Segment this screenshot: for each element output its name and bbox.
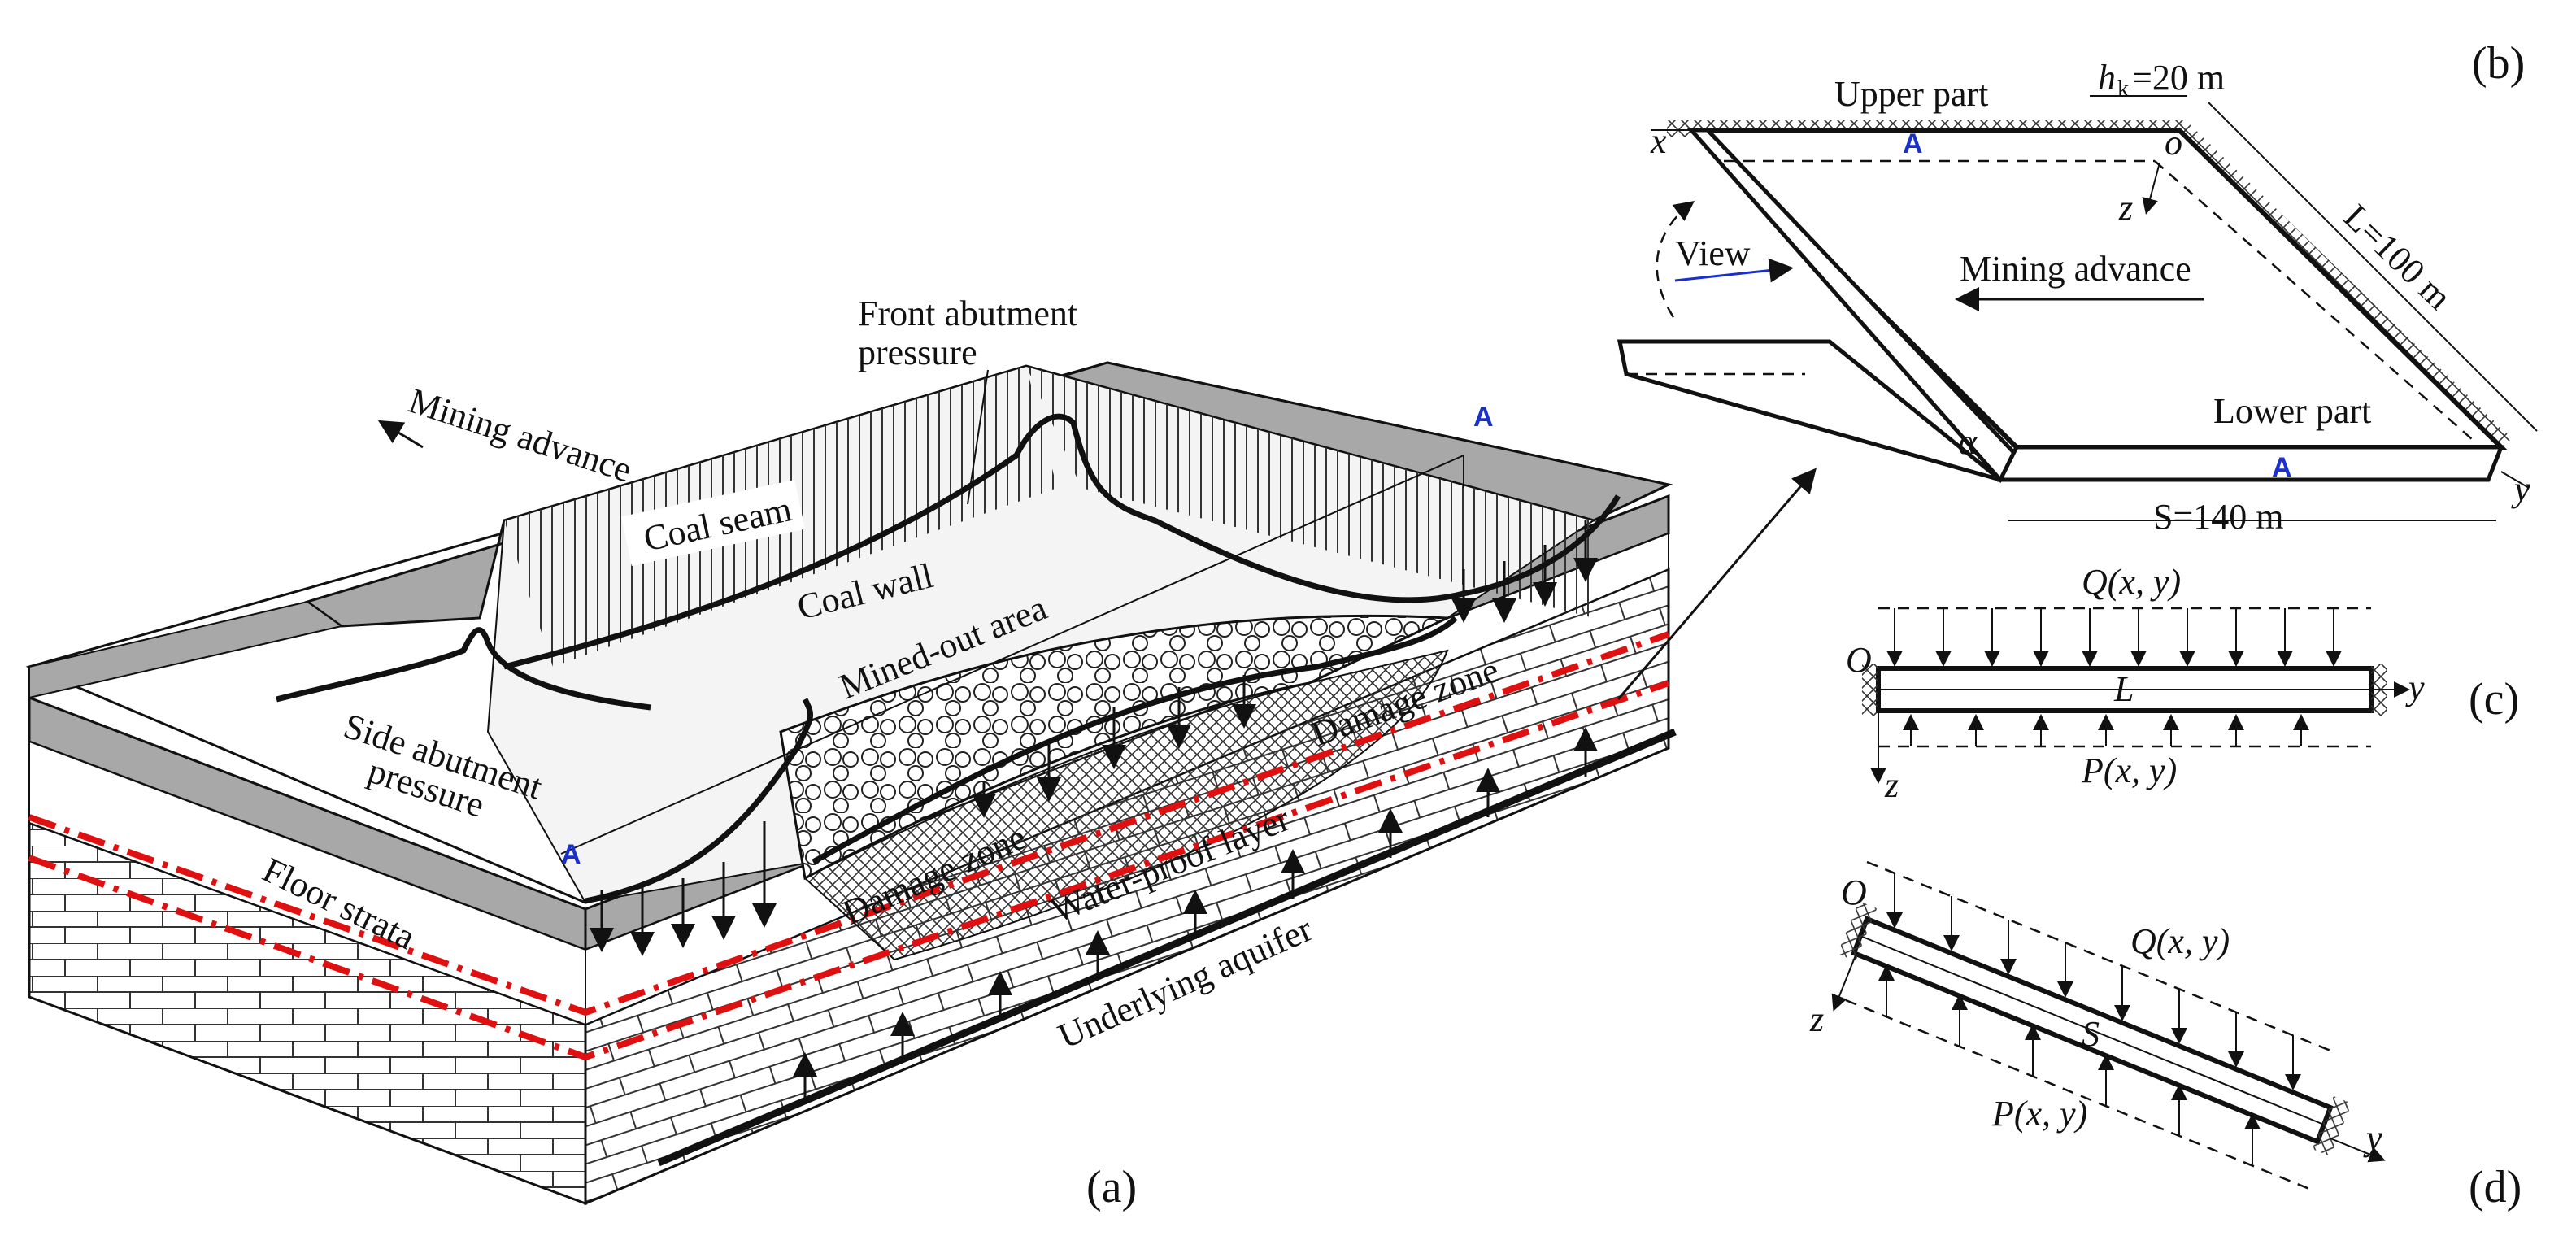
support-right-d <box>2312 1096 2352 1156</box>
panel-c-tag: (c) <box>2469 674 2519 725</box>
axis-y-d <box>2330 1138 2386 1163</box>
p-arrows-c <box>1903 714 2309 746</box>
front-abutment-leader <box>967 369 989 505</box>
panel-b-tag: (b) <box>2472 38 2525 89</box>
panel-a-tag: (a) <box>1086 1162 1137 1212</box>
beam-d-centerline <box>1860 935 2325 1125</box>
goaf-lower-curve <box>812 616 1458 865</box>
panel-d: Q(x, y) P(x, y) S O y z (d) <box>1809 860 2522 1212</box>
p-arrows-d <box>1878 964 2261 1166</box>
rotation-arc <box>1656 200 1695 318</box>
axis-z-d <box>1831 955 1856 1012</box>
waterproof-boundary-1 <box>28 631 1670 1016</box>
svg-text:k: k <box>2117 76 2129 102</box>
axis-y-label-c: y <box>2405 668 2425 707</box>
lower-part-label: Lower part <box>2213 391 2371 431</box>
upper-part-label: Upper part <box>1834 74 1988 114</box>
svg-text:h: h <box>2098 58 2116 98</box>
front-abutment-label: Front abutment <box>858 294 1077 333</box>
mining-advance-label: Mining advance <box>404 381 637 490</box>
support-left-c <box>1862 664 1878 716</box>
view-arrow <box>1674 258 1794 283</box>
coal-seam-left <box>28 600 344 699</box>
q-arrows-d <box>1886 873 2301 1090</box>
s-dimension-label: S=140 m <box>2153 497 2284 537</box>
axis-y-line <box>2500 471 2530 489</box>
section-a-line <box>560 455 1464 855</box>
axis-z-label-d: z <box>1809 999 1824 1039</box>
q-line-d <box>1866 860 2331 1052</box>
section-a-bottom: A <box>561 839 581 870</box>
origin-c: O <box>1846 640 1872 680</box>
goaf-rubble <box>779 614 1448 881</box>
mining-advance-arrow <box>377 420 424 449</box>
front-pressure-arrows <box>590 520 1598 956</box>
hk-label: h k =20 m <box>2098 58 2225 102</box>
axis-y-label-d: y <box>2363 1118 2382 1158</box>
span-label-c: L <box>2113 669 2134 709</box>
l-dimension-line <box>2208 102 2538 432</box>
section-a-b-bottom: A <box>2272 452 2292 483</box>
waterproof-boundary-2 <box>28 680 1670 1061</box>
support-left-d <box>1837 901 1878 961</box>
p-line-d <box>1845 999 2310 1190</box>
view-label: View <box>1675 233 1751 273</box>
alpha-label: α <box>1958 422 1978 462</box>
svg-text:=20 m: =20 m <box>2132 58 2225 98</box>
mining-advance-b-label: Mining advance <box>1960 249 2191 289</box>
axis-z-label-c: z <box>1884 765 1899 805</box>
origin-label: o <box>2165 123 2182 163</box>
span-label-d: S <box>2082 1014 2100 1054</box>
slab-front-edge <box>1996 445 2504 482</box>
slab-dashed-right <box>2154 160 2473 440</box>
axis-z-line <box>2142 162 2160 215</box>
front-abutment-label-2: pressure <box>858 333 977 372</box>
section-a-top: A <box>1473 402 1494 433</box>
aquifer-line <box>657 728 1677 1167</box>
panel-a: Mining advance Front abutment pressure C… <box>25 294 1817 1212</box>
pointer-to-b <box>1617 468 1817 700</box>
panel-c: Q(x, y) P(x, y) L O y z (c) <box>1846 562 2519 805</box>
panel-d-tag: (d) <box>2469 1162 2522 1212</box>
side-wall-hatch <box>1026 366 1594 618</box>
front-abutment-curve <box>503 413 1621 670</box>
q-arrows-c <box>1886 608 2342 667</box>
near-pressure-curve <box>585 698 814 904</box>
p-label-c: P(x, y) <box>2081 751 2177 790</box>
axis-x-label: x <box>1650 121 1667 161</box>
axis-z-label: z <box>2118 188 2133 228</box>
section-a-b-top: A <box>1903 128 1923 159</box>
q-label-c: Q(x, y) <box>2082 562 2181 602</box>
p-label-d: P(x, y) <box>1991 1094 2087 1134</box>
origin-d: O <box>1841 873 1867 912</box>
panel-b: View x o z y α Upper part h k =20 m Mini… <box>1617 38 2538 537</box>
view-slab <box>1617 339 2002 482</box>
axis-y-label: y <box>2511 469 2530 509</box>
q-label-d: Q(x, y) <box>2130 921 2230 961</box>
aquifer-uplift-arrows <box>793 727 1598 1102</box>
side-abutment-curve <box>276 627 651 711</box>
